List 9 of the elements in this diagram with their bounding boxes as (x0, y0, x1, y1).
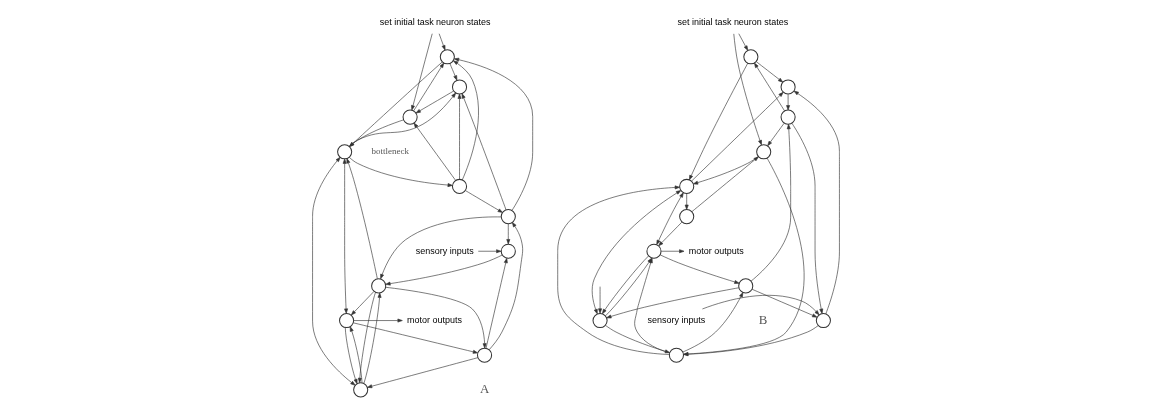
label: bottleneck (371, 146, 409, 157)
node-text: sensory inputs (415, 245, 474, 256)
node-text: set initial task neuron states (677, 16, 789, 27)
node-text: set initial task neuron states (379, 16, 491, 27)
node-text: sensory inputs (647, 314, 706, 325)
node-text: motor outputs (407, 314, 462, 325)
node-text: motor outputs (688, 245, 744, 256)
label: A (479, 382, 490, 397)
label: B (758, 312, 768, 327)
